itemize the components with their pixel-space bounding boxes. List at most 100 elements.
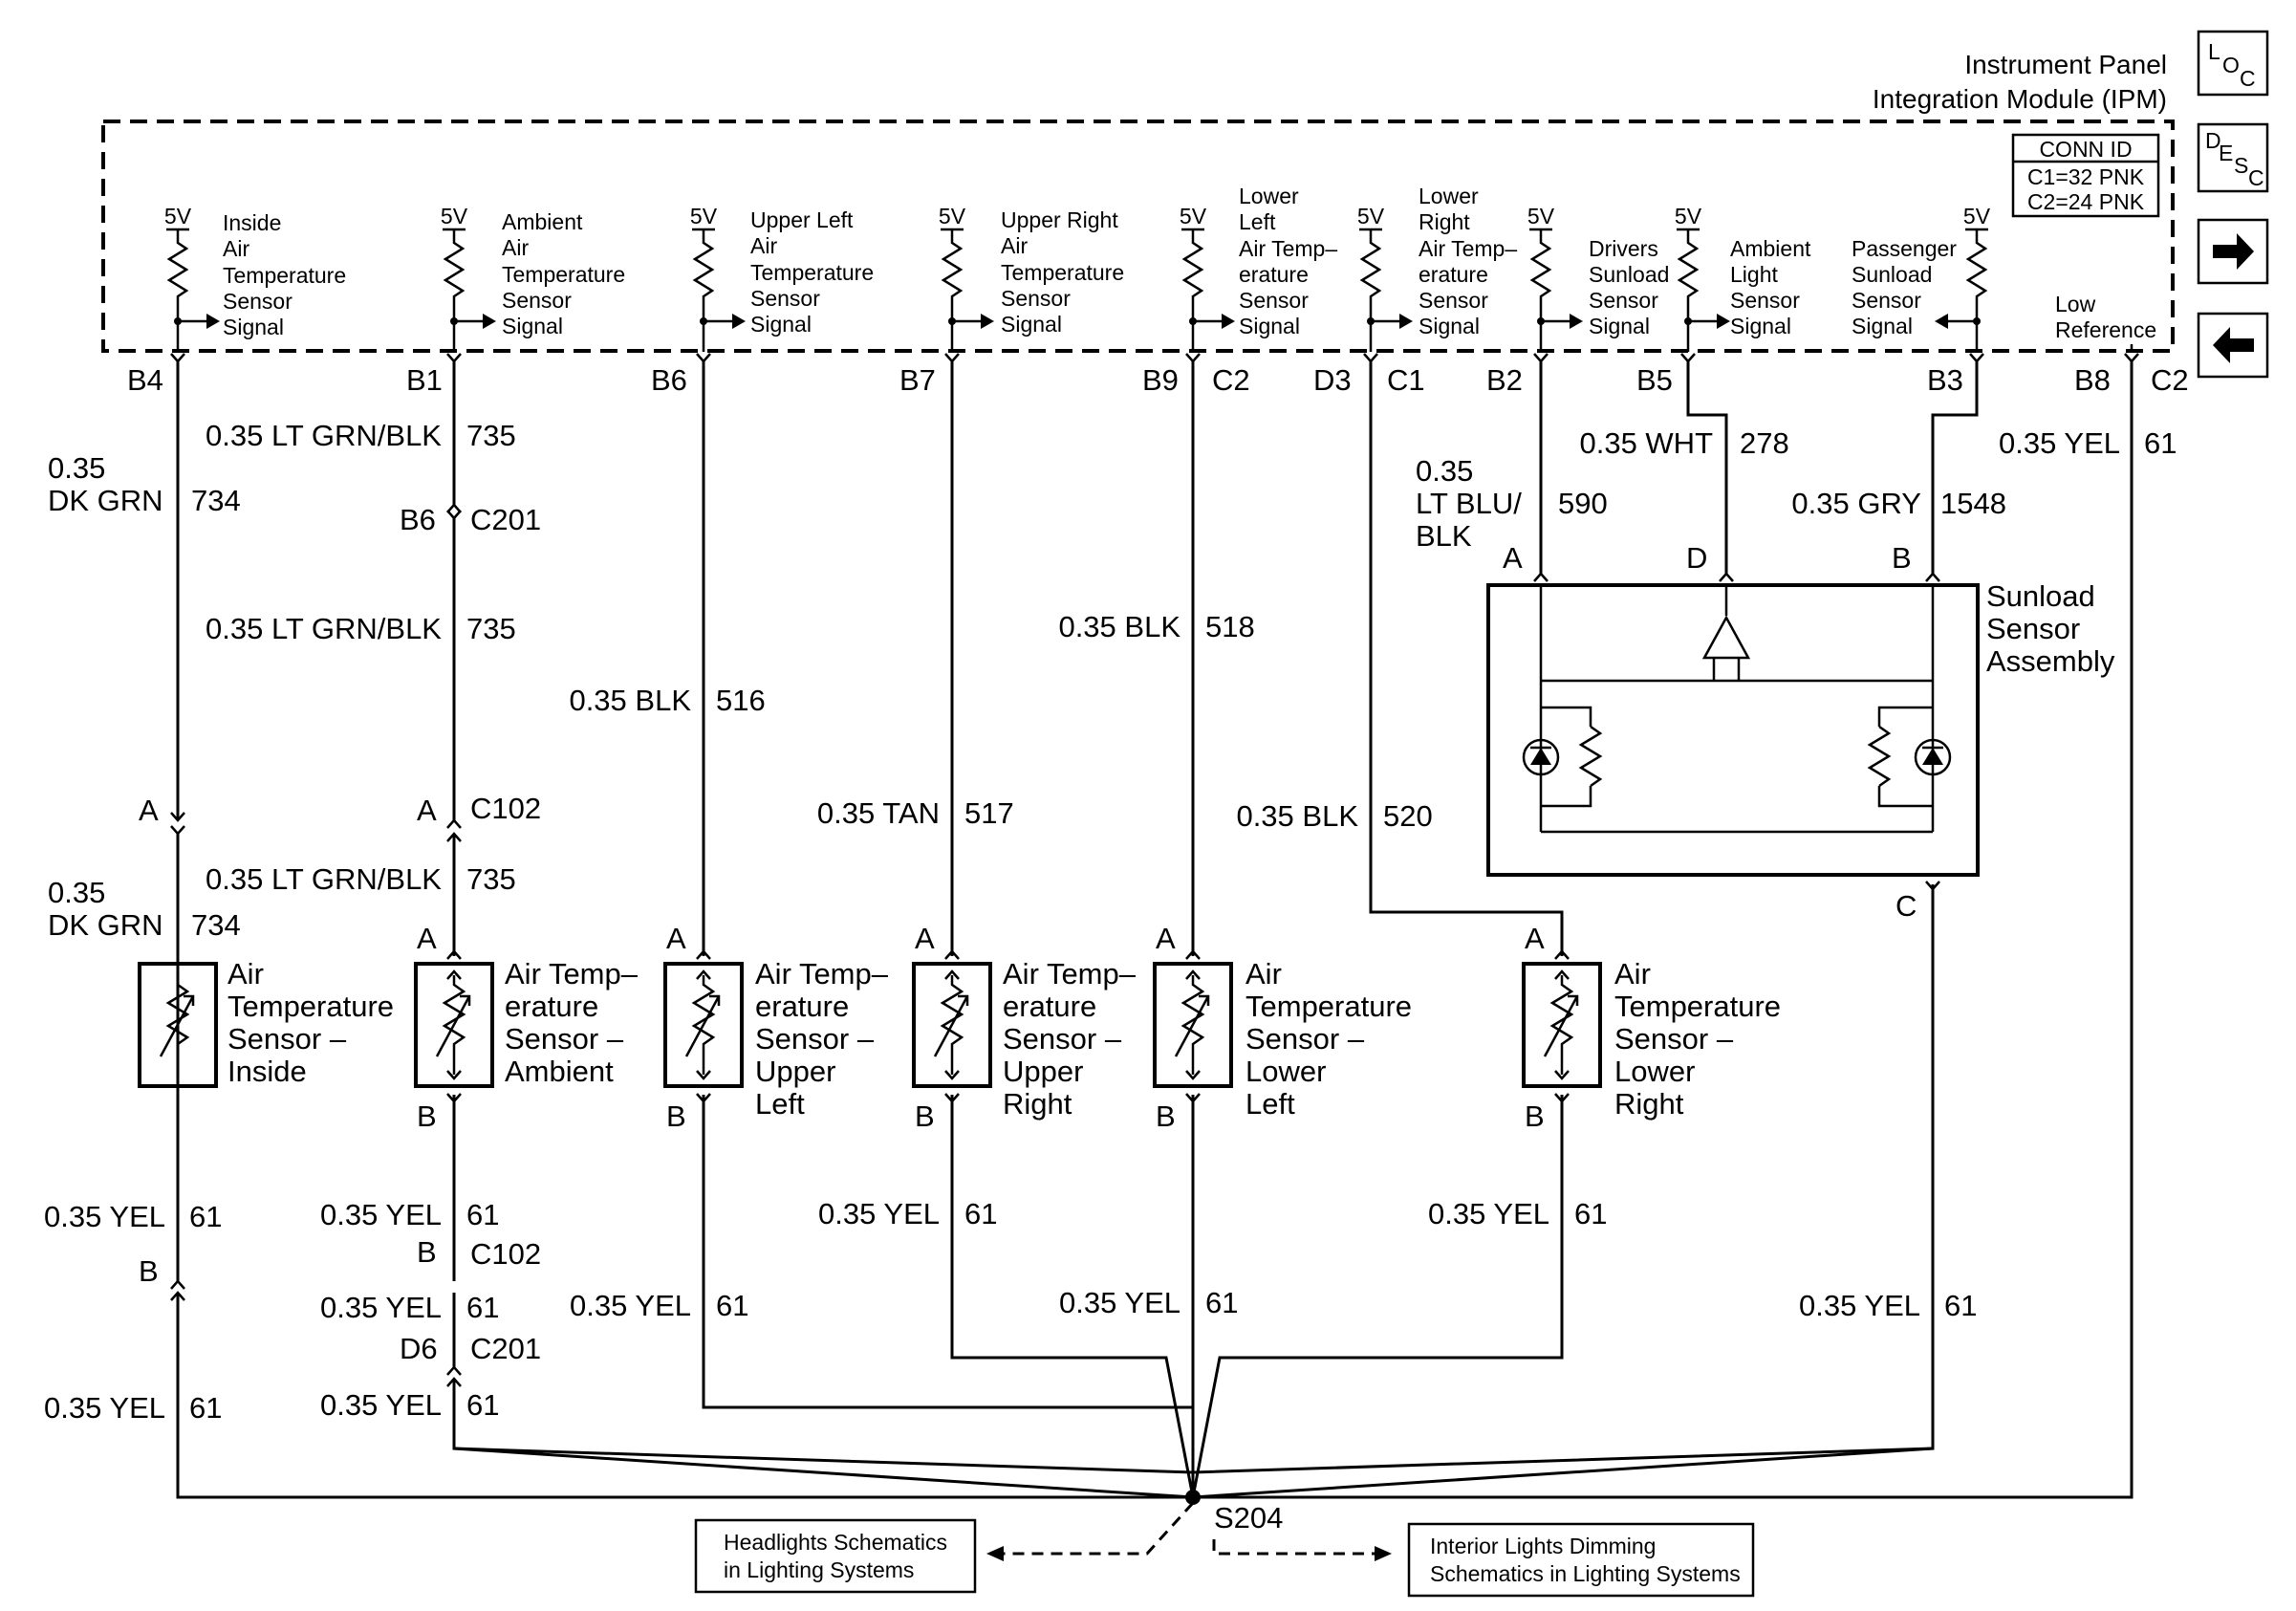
sunload-title-line: Assembly [1986,644,2115,678]
sensor-label-line: Left [755,1087,805,1121]
wire-61-inside-to-splice [176,1293,1193,1499]
signal-label-line: Sensor [1001,286,1071,311]
sensor-lower-right [1522,962,1602,1088]
temperature-sensors [138,962,1602,1088]
loc-letter-l: L [2208,39,2220,64]
sensor-ambient [414,962,494,1088]
signal-label-line: Air [750,233,777,258]
pin-label-b5: B5 [1636,363,1673,397]
wire-size: 0.35 [48,876,105,909]
signal-label-line: Signal [1589,314,1650,338]
pin-a-upper-right: A [915,922,935,955]
wire-circuit: 61 [1944,1289,1977,1322]
signal-label-ambient: Ambient Air Temperature Sensor Signal [502,209,625,338]
interior-lights-dimming-link[interactable]: Interior Lights Dimming Schematics in Li… [1407,1522,1755,1598]
wire-label-735c: 0.35 LT GRN/BLK 735 [206,862,516,896]
pin-label-b9: B9 [1142,363,1179,397]
wire-spec: 0.35 YEL [320,1198,442,1231]
connector-chevron [944,949,960,960]
desc-button[interactable]: D E S C [2197,122,2269,193]
wire-label-734a: 0.35 DK GRN 734 [48,451,241,517]
connector-chevron [170,1291,185,1301]
connector-chevron [1925,572,1940,582]
sensor-label-line: erature [755,990,849,1023]
wire-circuit: 735 [466,419,516,452]
sensor-lower-left [1153,962,1233,1088]
connector-chevron [170,812,185,822]
connector-chevron [1969,353,1984,363]
wire-label-yel-7: 0.35 YEL 61 [818,1197,997,1230]
signal-label-low-reference: Low Reference [2055,292,2156,342]
wire-61-lower-right [1191,1095,1564,1498]
wire-circuit: 590 [1558,487,1608,520]
pin-b-ambient: B [417,1099,437,1133]
sensor-label-line: Right [1614,1087,1684,1121]
wire-circuit: 61 [466,1198,499,1231]
pin-b-upper-left: B [666,1099,686,1133]
sensor-label-line: Sensor – [227,1022,347,1056]
sensor-label-line: Ambient [505,1055,614,1088]
connector-c201-lower: C201 [470,1332,541,1365]
sensor-label-line: Air Temp– [755,957,889,991]
supply-5v-label: 5V [939,204,966,229]
pin-label-c1: C1 [1387,363,1425,397]
sensor-label-line: Temperature [1614,990,1781,1023]
arrow-left-icon [2213,327,2254,363]
connector-c201: C201 [470,503,541,536]
wire-61-low-reference [1193,361,2134,1499]
sensor-label-line: erature [1003,990,1096,1023]
sunload-title-line: Sensor [1986,612,2080,645]
arrow-right-icon [2213,233,2254,270]
sensor-label-lower-left: Air Temperature Sensor – Lower Left [1245,957,1412,1121]
signal-label-line: Low [2055,292,2096,316]
connector-chevron [446,832,462,842]
connector-chevron [1554,1093,1570,1103]
next-page-button[interactable] [2197,218,2269,285]
pin-label-b6: B6 [651,363,687,397]
wire-spec: 0.35 YEL [44,1200,165,1233]
signal-label-line: Temperature [502,262,625,287]
wire-label-590: 0.35 LT BLU/ BLK 590 [1416,454,1608,553]
connector-labels: B6 C201 A A C102 B B C102 D6 C201 [139,503,541,1365]
signal-label-line: Signal [750,312,812,337]
sensor-labels: Air Temperature Sensor – Inside Air Temp… [227,957,1781,1121]
wire-label-yel-4: 0.35 YEL 61 [320,1388,499,1422]
wire-label-yel-1: 0.35 YEL 61 [44,1200,222,1233]
wire-label-518: 0.35 BLK 518 [1058,610,1254,643]
loc-button[interactable]: L O C [2197,30,2269,97]
sensor-label-line: Sensor – [1614,1022,1734,1056]
splice-label: S204 [1214,1501,1283,1535]
wire-spec: 0.35 YEL [1799,1289,1920,1322]
wire-label-735a: 0.35 LT GRN/BLK 735 [206,419,516,452]
connector-chevron [446,818,462,829]
splice-dot [1185,1490,1201,1505]
sensor-label-line: Air [1614,957,1651,991]
sensor-label-line: Upper [1003,1055,1083,1088]
signal-label-line: Reference [2055,317,2156,342]
signal-labels: Inside Air Temperature Sensor Signal Amb… [223,184,2156,342]
signal-label-line: Sensor [1589,288,1658,313]
signal-label-passenger-sunload: Passenger Sunload Sensor Signal [1852,236,1957,338]
pullup-resistor: 5V [441,204,496,352]
signal-label-line: Signal [1239,314,1300,338]
module-title-line2: Integration Module (IPM) [1873,84,2167,114]
wire-color: LT BLU/ [1416,487,1522,520]
pullup-resistor: 5V [939,204,994,352]
thermistor-arrow-icon [159,995,195,1057]
pullup-resistor: 5V [1935,204,1991,352]
prev-page-button[interactable] [2197,312,2269,379]
ref-text-line: Interior Lights Dimming [1430,1534,1656,1558]
sensor-label-line: Sensor – [1003,1022,1122,1056]
wire-spec: 0.35 YEL [320,1388,442,1422]
wire-circuit: 520 [1383,799,1433,833]
wire-circuit: 518 [1205,610,1255,643]
headlights-schematics-link[interactable]: Headlights Schematics in Lighting System… [694,1518,977,1594]
connector-chevron [1680,353,1696,363]
conn-id-box: CONN ID C1=32 PNK C2=24 PNK [2011,133,2160,218]
signal-label-line: Ambient [1730,236,1811,261]
wire-spec: 0.35 BLK [1058,610,1180,643]
sensor-inside [138,962,218,1088]
wire-spec: 0.35 YEL [1059,1286,1180,1319]
wire-circuit: 735 [466,862,516,896]
signal-label-line: Signal [223,315,284,339]
